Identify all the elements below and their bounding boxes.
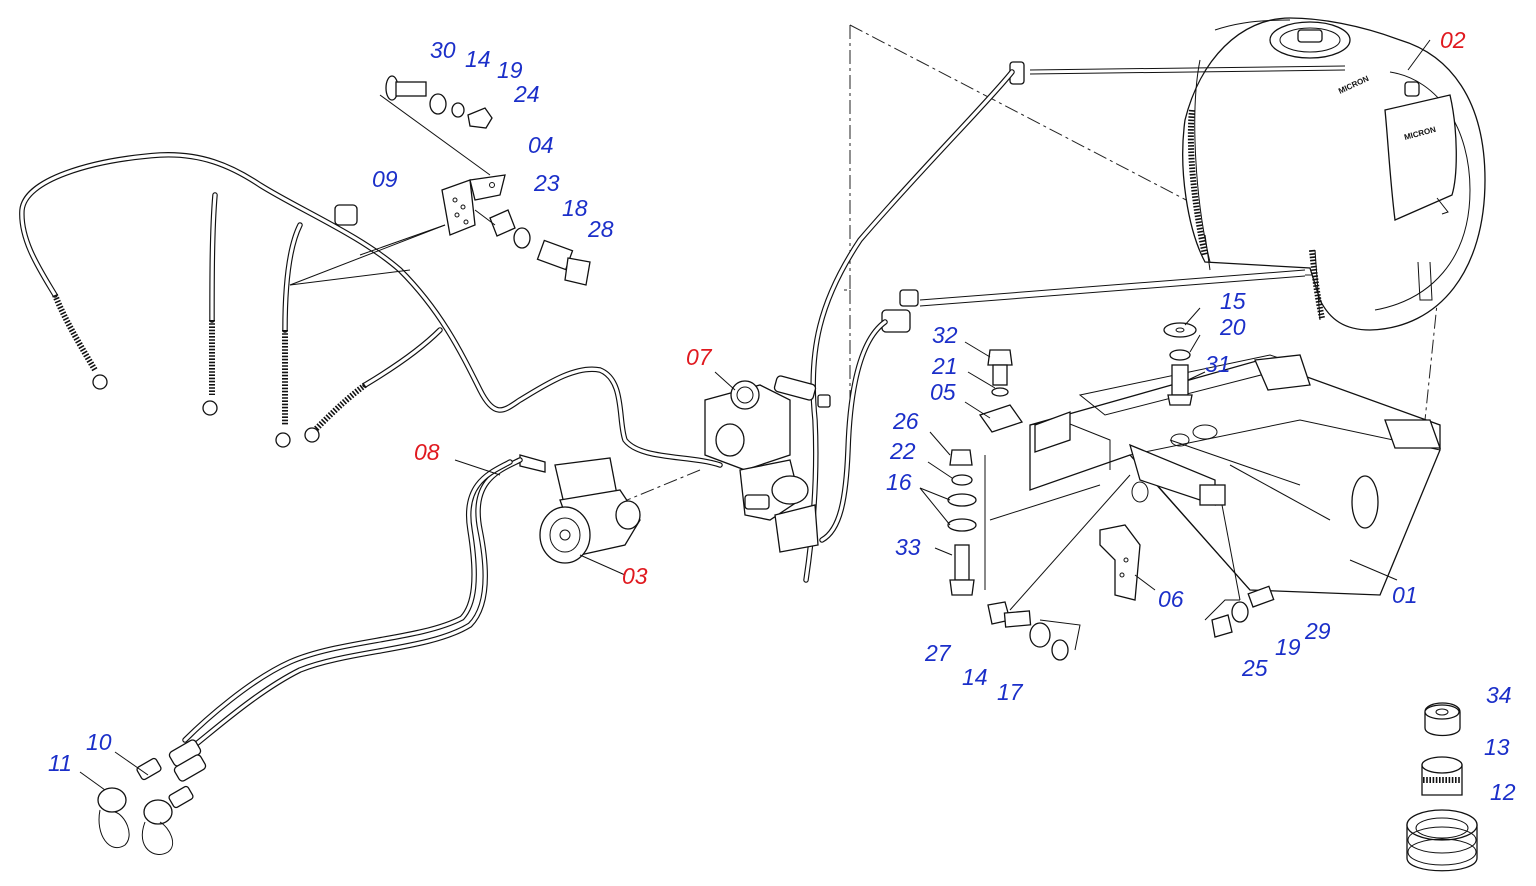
- label-part-22: 22: [889, 438, 916, 464]
- part-09-spacer: [334, 204, 358, 226]
- bolt-stack-27-14-17: [987, 474, 1131, 661]
- label-part-26: 26: [892, 408, 919, 434]
- tank-return-hose: [803, 69, 1015, 583]
- label-part-18: 18: [562, 195, 588, 221]
- label-part-10: 10: [86, 729, 112, 755]
- pump-03: [519, 454, 641, 576]
- bolt-stack-15-20-31: [1163, 322, 1197, 406]
- label-part-15: 15: [1220, 288, 1246, 314]
- label-part-13: 13: [1484, 734, 1510, 760]
- label-part-19-lower: 19: [1275, 634, 1301, 660]
- label-part-28: 28: [587, 216, 614, 242]
- label-part-24: 24: [513, 81, 540, 107]
- label-part-34: 34: [1486, 682, 1512, 708]
- label-part-16: 16: [886, 469, 912, 495]
- label-part-25: 25: [1241, 655, 1268, 681]
- label-part-33: 33: [895, 534, 921, 560]
- bolt-stack-29-19-25: [1204, 504, 1275, 638]
- label-part-14-lower: 14: [962, 664, 988, 690]
- label-part-30: 30: [430, 37, 456, 63]
- frame: [1029, 354, 1441, 596]
- label-part-01: 01: [1392, 582, 1418, 608]
- label-part-17: 17: [997, 679, 1024, 705]
- label-part-32: 32: [932, 322, 958, 348]
- label-part-20: 20: [1219, 314, 1246, 340]
- label-part-07: 07: [686, 344, 713, 370]
- couplings-10-11: [79, 739, 207, 855]
- label-part-06: 06: [1158, 586, 1184, 612]
- label-part-08: 08: [414, 439, 440, 465]
- hose-end-fittings: [92, 374, 320, 448]
- control-valve-07: [704, 375, 831, 553]
- label-part-21: 21: [931, 353, 958, 379]
- label-part-19-upper: 19: [497, 57, 523, 83]
- bolt-stack-26-22-16-33: [947, 449, 1101, 596]
- boom-hoses: [19, 152, 723, 468]
- label-part-31: 31: [1205, 351, 1231, 377]
- label-part-23: 23: [533, 170, 560, 196]
- label-part-04: 04: [528, 132, 554, 158]
- label-part-27: 27: [924, 640, 952, 666]
- label-part-29: 29: [1304, 618, 1331, 644]
- suction-hose-08: [182, 457, 523, 748]
- label-part-09: 09: [372, 166, 398, 192]
- bolt-stack-23-18-28: [474, 209, 591, 286]
- label-part-12: 12: [1490, 779, 1516, 805]
- label-part-05: 05: [930, 379, 956, 405]
- tank-fittings: [881, 61, 1025, 333]
- bracket-06: [1099, 524, 1141, 601]
- bolt-stack-32-21-05: [978, 349, 1024, 433]
- bolt-stack-30-14-19-24: [379, 75, 493, 176]
- label-part-14-upper: 14: [465, 46, 491, 72]
- leader-lines: [714, 39, 1431, 591]
- bracket-04: [289, 174, 506, 286]
- part-labels: 01 02 03 04 05 06 07 08 09 10 11 12 13 1…: [48, 27, 1516, 805]
- label-part-03: 03: [622, 563, 648, 589]
- label-part-02: 02: [1440, 27, 1466, 53]
- label-part-11: 11: [48, 750, 72, 776]
- spare-parts-34-13-12: [1406, 702, 1478, 872]
- tank: MICRON MICRON: [919, 17, 1486, 331]
